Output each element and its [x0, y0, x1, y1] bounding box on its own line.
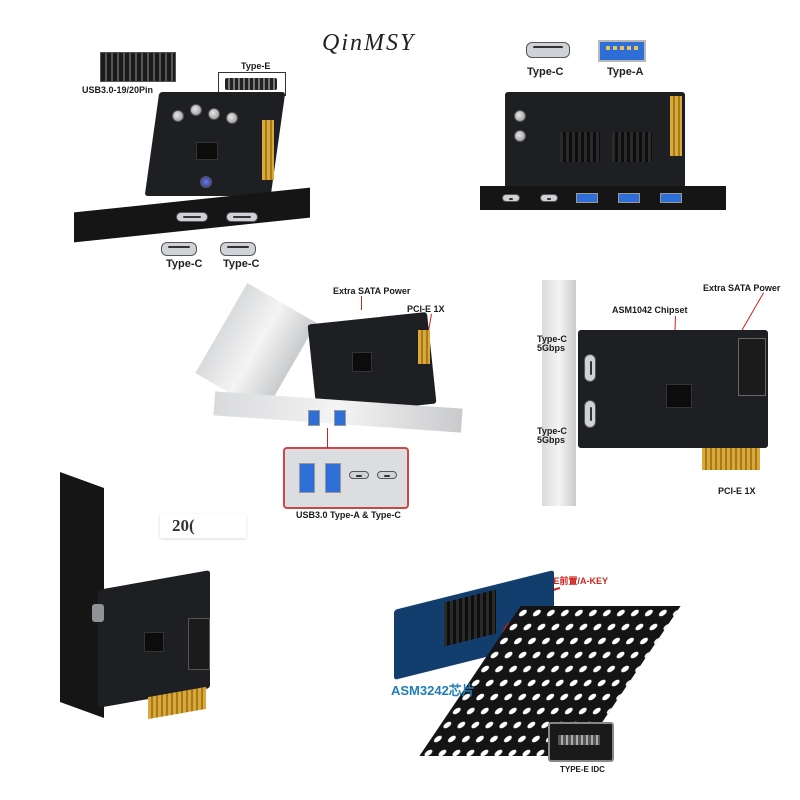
- label-type-c-bottom-speed: 5Gbps: [537, 435, 566, 445]
- type-e-idc-connector: [548, 722, 614, 762]
- label-partial: 20(: [172, 516, 195, 535]
- usb-c-port: [540, 194, 558, 202]
- capacitor-icon: [200, 176, 212, 188]
- label-type-c-bottom: Type-C: [537, 426, 567, 436]
- usb-a-port: [325, 463, 341, 493]
- usb-a-port: [334, 410, 346, 426]
- panel-4-bracket: [542, 280, 576, 506]
- label-type-a: Type-A: [607, 66, 644, 78]
- usb-c-port: [377, 471, 397, 479]
- usb-c-port: [349, 471, 369, 479]
- label-extra-sata: Extra SATA Power: [703, 283, 781, 293]
- panel-3-pcie-contacts: [418, 330, 430, 364]
- sata-power-connector: [188, 618, 210, 670]
- label-ports: USB3.0 Type-A & Type-C: [296, 510, 401, 520]
- label-type-e-akey: TYPE-E前置/A-KEY: [527, 576, 609, 586]
- label-type-e: Type-E: [241, 61, 271, 71]
- label-type-c: Type-C: [527, 66, 564, 78]
- capacitor-icon: [208, 108, 220, 120]
- panel-2-bracket: [480, 186, 726, 210]
- usb-c-port: [226, 212, 258, 222]
- usb-c-port: [584, 400, 596, 428]
- panel-4-pcie-contacts: [702, 448, 760, 470]
- capacitor-icon: [190, 104, 202, 116]
- sata-power-connector: [738, 338, 766, 396]
- usb-c-port: [584, 354, 596, 382]
- usb-a-port: [618, 193, 640, 203]
- label-asm1042: ASM1042 Chipset: [612, 305, 688, 315]
- usb-a-connector-illustration: [598, 40, 646, 62]
- controller-chip: [196, 142, 218, 160]
- usb-c-connector-illustration: [161, 242, 197, 256]
- capacitor-icon: [514, 130, 526, 142]
- usb-c-port: [176, 212, 208, 222]
- callout-line: [327, 428, 328, 448]
- controller-chip: [352, 352, 372, 372]
- capacitor-icon: [514, 110, 526, 122]
- label-type-c-1: Type-C: [166, 258, 203, 270]
- usb-a-port: [576, 193, 598, 203]
- usb-c-port: [92, 604, 104, 622]
- usb-a-port: [299, 463, 315, 493]
- panel-1-pcie-contacts: [262, 120, 274, 180]
- callout-line: [361, 296, 362, 310]
- label-type-c-top-speed: 5Gbps: [537, 343, 566, 353]
- usb-a-port: [660, 193, 682, 203]
- label-extra-sata: Extra SATA Power: [333, 286, 411, 296]
- capacitor-icon: [172, 110, 184, 122]
- panel-2-pcie-contacts: [670, 96, 682, 156]
- controller-chip: [144, 632, 164, 652]
- label-asm3242: ASM3242芯片: [391, 683, 475, 698]
- label-type-c-2: Type-C: [223, 258, 260, 270]
- heatsink: [612, 132, 652, 162]
- usb-c-port: [502, 194, 520, 202]
- callout-line: [428, 313, 432, 330]
- label-usb3-header: USB3.0-19/20Pin: [82, 85, 154, 95]
- capacitor-icon: [226, 112, 238, 124]
- port-zoom-inset: [283, 447, 409, 509]
- label-pcie-1x: PCI-E 1X: [407, 304, 445, 314]
- usb-a-port: [308, 410, 320, 426]
- brand-logo: QinMSY: [322, 30, 416, 56]
- label-partial-box: [160, 514, 246, 538]
- usb3-header-connector: [100, 52, 176, 82]
- heatsink: [560, 132, 600, 162]
- label-pcie-1x: PCI-E 1X: [718, 486, 756, 496]
- label-type-c-top: Type-C: [537, 334, 567, 344]
- asm1042-chip: [666, 384, 692, 408]
- label-type-e-idc: TYPE-E IDC: [560, 765, 605, 774]
- usb-c-connector-illustration: [220, 242, 256, 256]
- usb-c-connector-illustration: [526, 42, 570, 58]
